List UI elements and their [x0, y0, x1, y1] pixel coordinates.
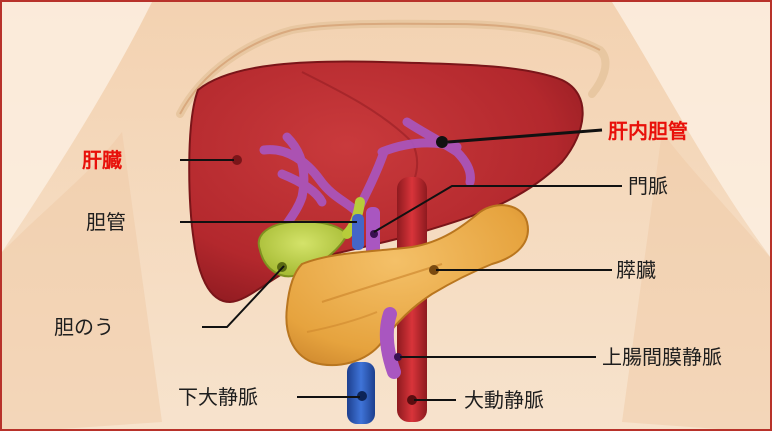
- label-intrahepatic-bile-duct: 肝内胆管: [608, 119, 688, 143]
- label-pancreas: 膵臓: [616, 258, 656, 282]
- label-aorta: 大動静脈: [464, 388, 544, 412]
- label-liver: 肝臓: [82, 148, 122, 172]
- label-bile-duct: 胆管: [86, 210, 126, 234]
- portal-vein-branch: [352, 214, 364, 250]
- label-gallbladder: 胆のう: [54, 315, 114, 339]
- label-inferior-vena-cava: 下大静脈: [178, 385, 258, 409]
- label-portal-vein: 門脈: [628, 174, 668, 198]
- intrahepatic-pointer-dot: [436, 136, 448, 148]
- superior-mesenteric-vein: [387, 314, 394, 372]
- label-superior-mesenteric-vein: 上腸間膜静脈: [602, 345, 722, 369]
